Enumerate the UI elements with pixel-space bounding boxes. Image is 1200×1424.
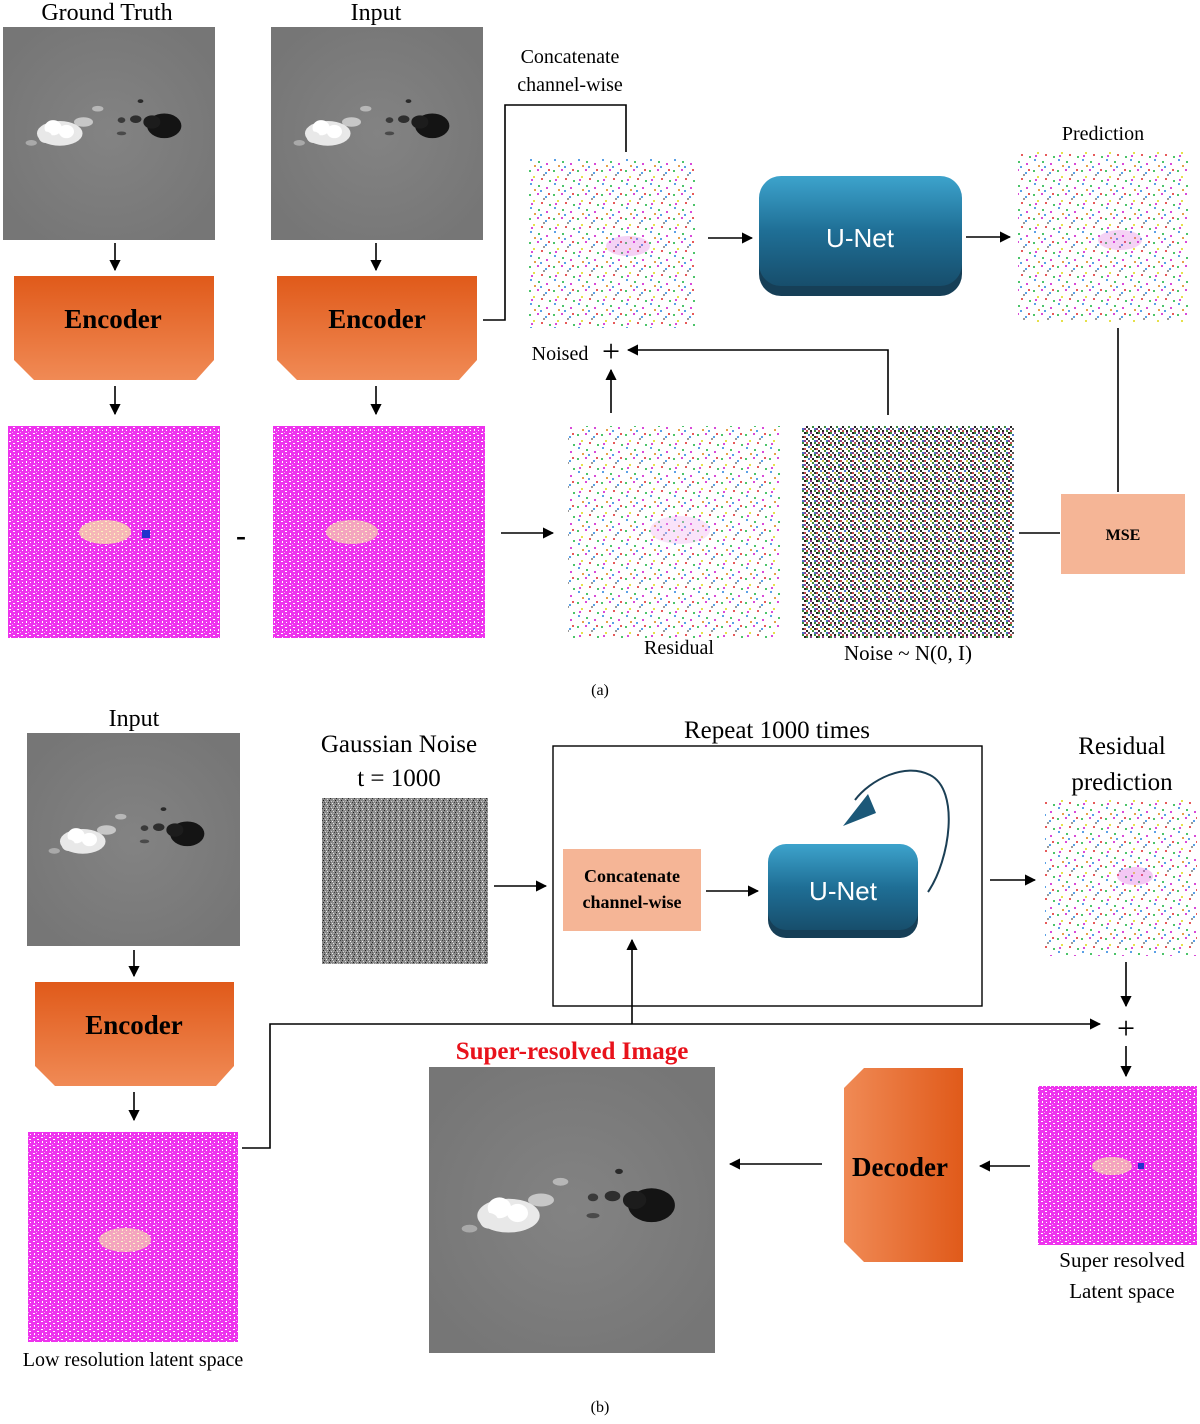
encoder-gt-label: Encoder	[64, 304, 162, 334]
concat-label-a-line2: channel-wise	[517, 74, 623, 96]
sr-latent-label-line2: Latent space	[1069, 1279, 1175, 1303]
latent-gt-image	[8, 426, 220, 638]
unet-label-a: U-Net	[826, 223, 895, 253]
loop-arrow-curve	[854, 769, 950, 893]
unet-label-b: U-Net	[809, 876, 878, 906]
concat-label-a-line1: Concatenate	[521, 46, 620, 68]
decoder-block: Decoder	[844, 1068, 963, 1262]
minus-sign: -	[236, 519, 246, 552]
input-image-b	[27, 733, 240, 946]
input-label-a: Input	[351, 0, 402, 26]
encoder-input-label: Encoder	[328, 304, 426, 334]
sr-latent-image	[1038, 1086, 1197, 1245]
connector-encoder-to-concat	[483, 104, 627, 321]
repeat-label: Repeat 1000 times	[684, 717, 870, 744]
encoder-block-b: Encoder	[35, 982, 234, 1086]
residual-prediction-label-line2: prediction	[1071, 769, 1173, 796]
residual-image	[568, 426, 780, 638]
arrow-noise-to-plus	[626, 344, 889, 415]
noised-label: Noised	[532, 343, 589, 365]
gaussian-noise-image	[322, 798, 488, 964]
concat-box-b: Concatenate channel-wise	[563, 849, 701, 931]
latent-input-image-a	[273, 426, 485, 638]
mse-box: MSE	[1061, 494, 1185, 574]
prediction-image	[1018, 152, 1188, 322]
residual-prediction-image	[1045, 800, 1197, 956]
decoder-label: Decoder	[852, 1152, 948, 1182]
mse-label: MSE	[1106, 527, 1141, 544]
super-resolved-image	[429, 1067, 715, 1353]
prediction-label: Prediction	[1062, 123, 1144, 145]
unet-block-b: U-Net	[768, 844, 918, 938]
ground-truth-label: Ground Truth	[41, 0, 172, 26]
sr-latent-label-line1: Super resolved	[1059, 1248, 1185, 1272]
gaussian-noise-label-line1: Gaussian Noise	[321, 731, 477, 758]
repeat-loop-frame	[552, 745, 983, 1007]
ground-truth-image	[3, 27, 215, 240]
caption-b: (b)	[591, 1399, 610, 1416]
gaussian-noise-label-line2: t = 1000	[357, 765, 441, 792]
super-resolved-title: Super-resolved Image	[456, 1038, 689, 1065]
noised-plus-sign: +	[602, 333, 620, 369]
encoder-gt-block: Encoder	[14, 276, 214, 380]
encoder-input-block: Encoder	[277, 276, 477, 380]
connector-lowres-to-plus	[242, 1018, 1102, 1149]
input-image-a	[271, 27, 483, 240]
loop-arrow-head	[843, 794, 876, 826]
concat-input-image	[527, 158, 697, 328]
lowres-latent-image	[28, 1132, 238, 1342]
lowres-latent-label: Low resolution latent space	[23, 1349, 244, 1371]
residual-prediction-label-line1: Residual	[1078, 733, 1166, 760]
noise-image	[802, 426, 1014, 638]
plus-sign-b: +	[1117, 1010, 1135, 1046]
unet-block-a: U-Net	[759, 176, 962, 296]
concat-label-b-line1: Concatenate	[584, 866, 680, 886]
noise-label: Noise ~ N(0, I)	[844, 641, 972, 665]
residual-label: Residual	[644, 637, 714, 659]
input-label-b: Input	[109, 706, 160, 732]
concat-label-b-line2: channel-wise	[583, 892, 682, 912]
encoder-label-b: Encoder	[85, 1010, 183, 1040]
caption-a: (a)	[591, 682, 609, 699]
